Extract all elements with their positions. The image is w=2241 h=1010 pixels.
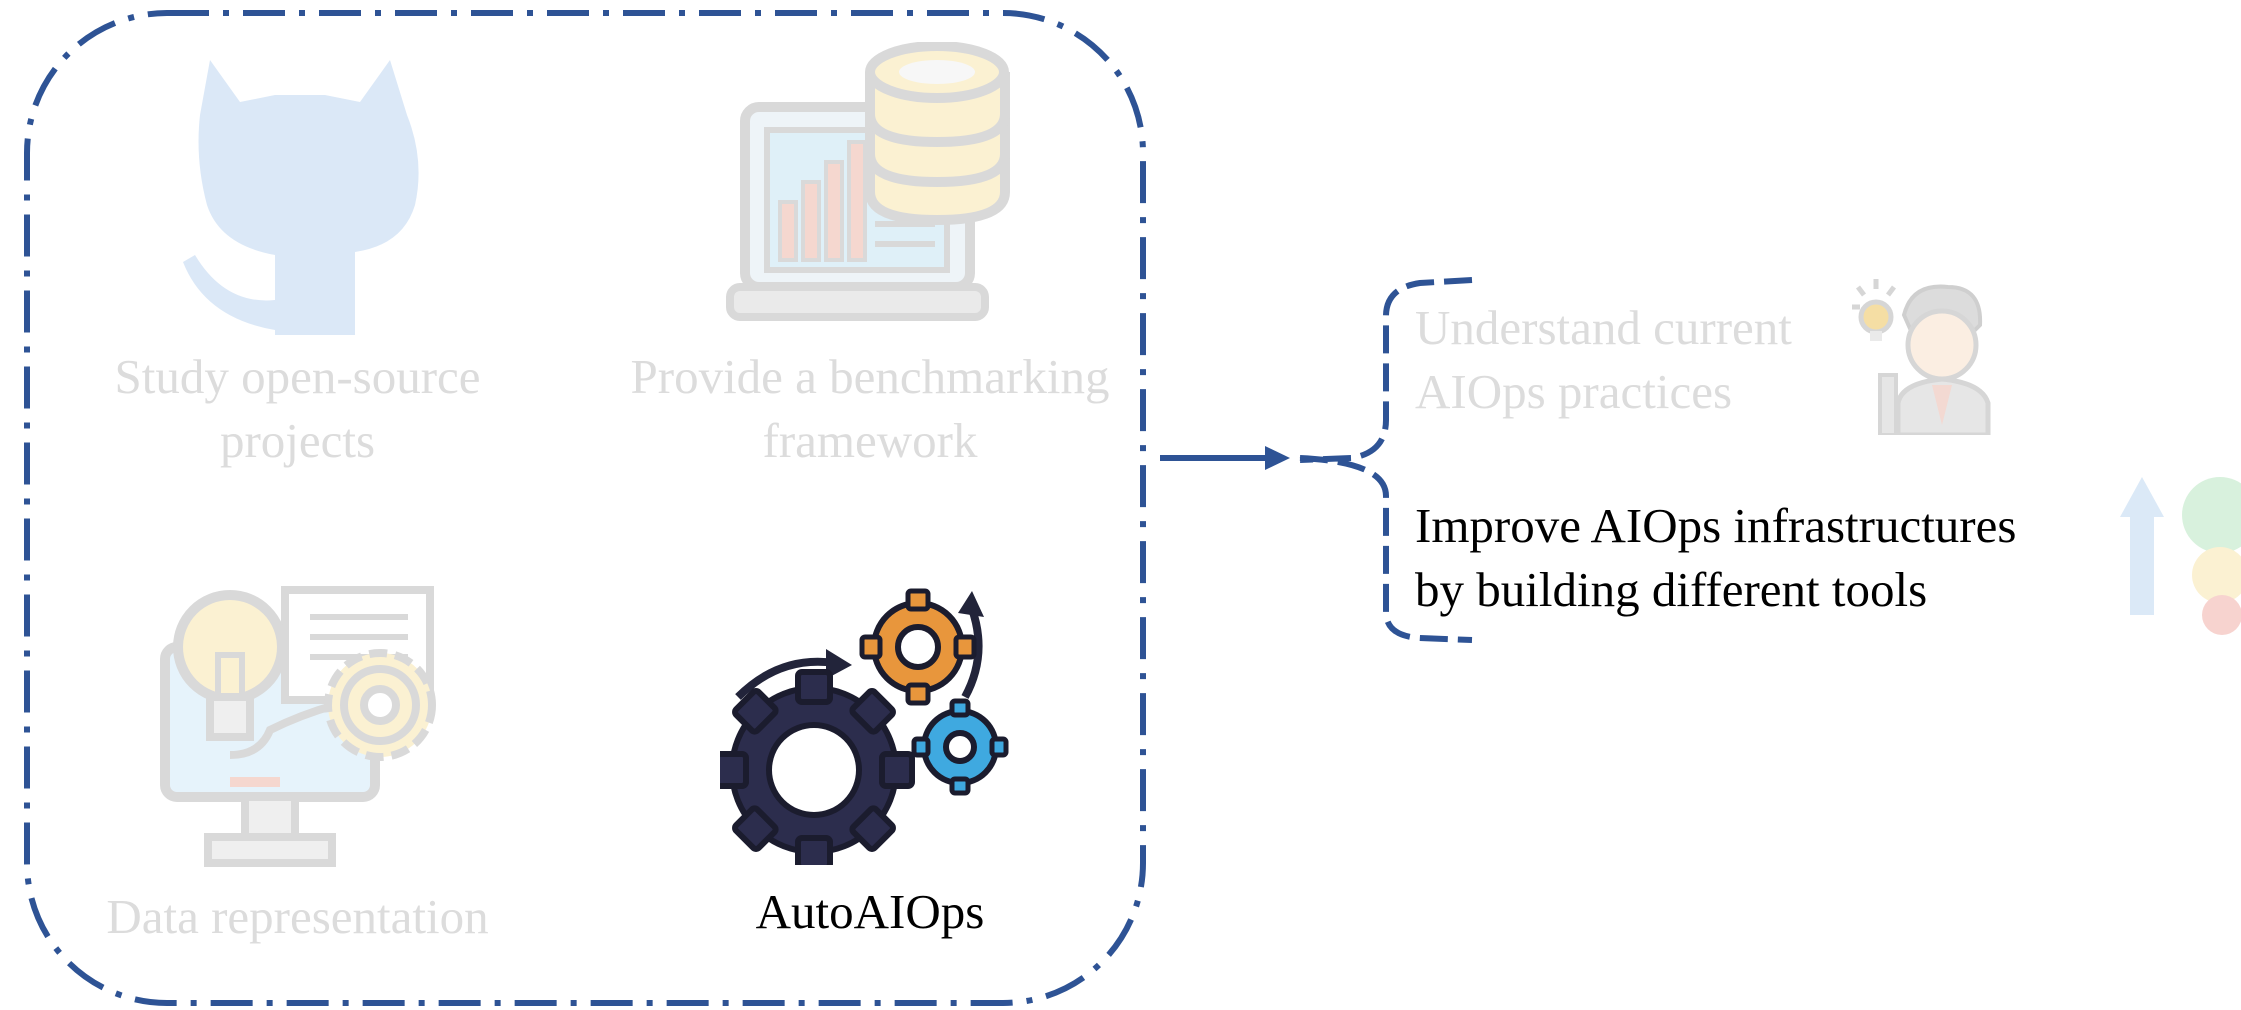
- goal-label-understand: Understand current AIOps practices: [1415, 296, 1835, 424]
- gears-icon: [720, 585, 1020, 865]
- goal-label-improve-line2: by building different tools: [1415, 562, 1928, 617]
- task-label-study-line2: projects: [219, 413, 376, 468]
- task-label-data: Data representation: [60, 885, 535, 949]
- task-label-autoaiops-line1: AutoAIOps: [755, 884, 985, 939]
- goal-label-understand-line1: Understand current: [1415, 300, 1792, 355]
- task-label-benchmark: Provide a benchmarking framework: [600, 345, 1140, 473]
- flow-arrow: [1160, 446, 1290, 470]
- goal-label-understand-line2: AIOps practices: [1415, 364, 1733, 419]
- github-octocat-icon: [175, 40, 435, 340]
- goal-label-improve: Improve AIOps infrastructures by buildin…: [1415, 494, 2105, 622]
- person-idea-icon: [1852, 275, 2002, 435]
- tasks-dashed-box: [24, 10, 1146, 1006]
- task-label-benchmark-line2: framework: [762, 413, 978, 468]
- goal-label-improve-line1: Improve AIOps infrastructures: [1415, 498, 2017, 553]
- task-label-data-line1: Data representation: [106, 889, 489, 944]
- goals-brace: [1299, 277, 1473, 643]
- task-label-autoaiops: AutoAIOps: [690, 880, 1050, 944]
- lightbulb-monitor-gear-icon: [160, 585, 450, 870]
- task-label-study-line1: Study open-source: [114, 349, 481, 404]
- task-label-benchmark-line1: Provide a benchmarking: [630, 349, 1110, 404]
- laptop-database-icon: [725, 42, 1025, 327]
- task-label-study: Study open-source projects: [60, 345, 535, 473]
- satisfaction-arrow-icon: [2112, 475, 2241, 635]
